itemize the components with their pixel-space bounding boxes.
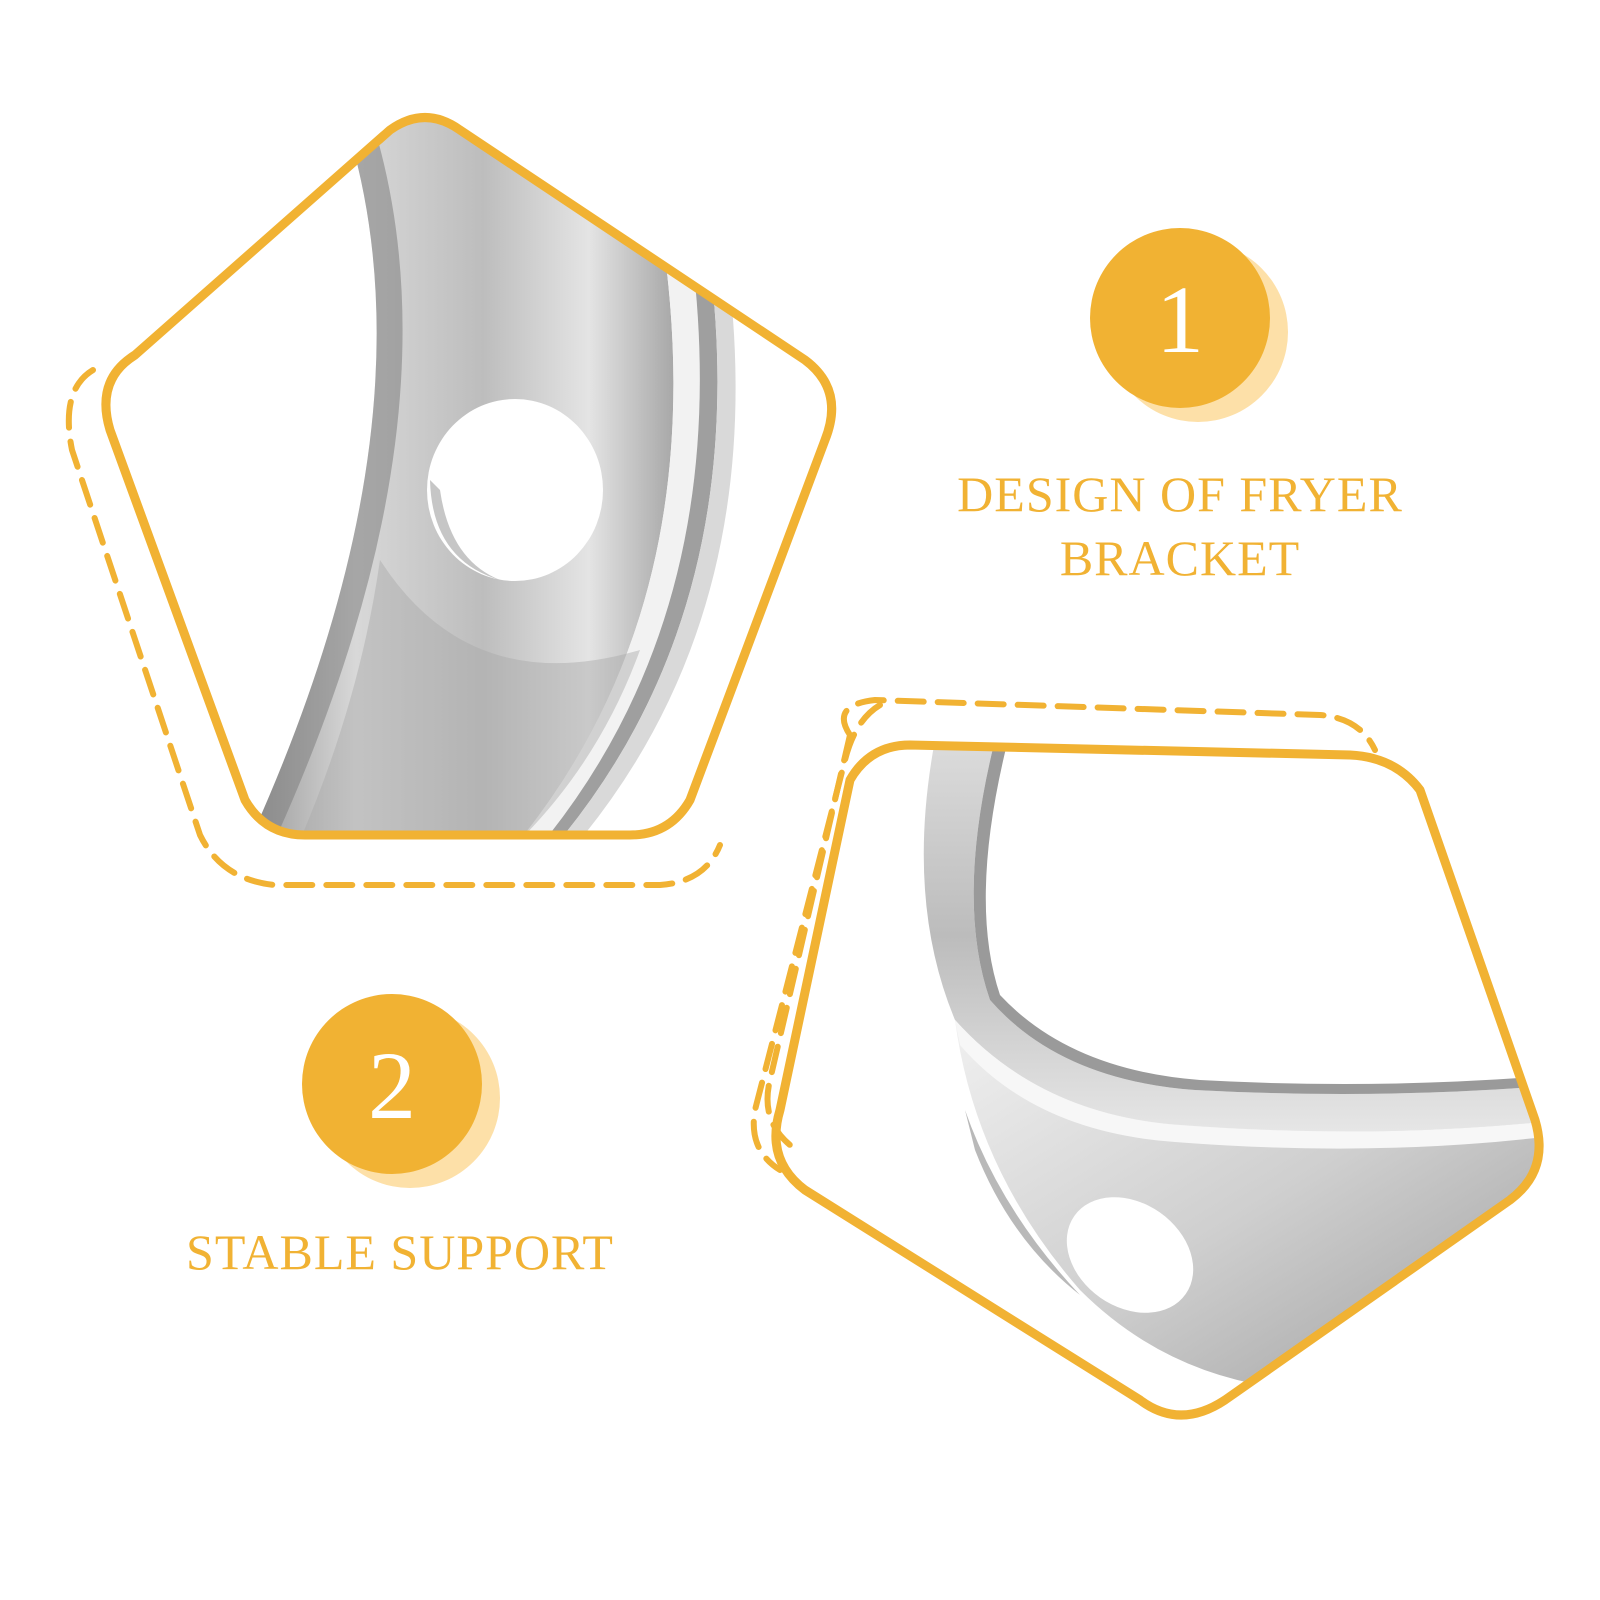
bracket-photo-bottom	[923, 745, 1540, 1390]
bracket-photo-top	[250, 120, 736, 835]
frame-dashed-outline-2	[764, 696, 1378, 1148]
feature-title-2-line-1: STABLE SUPPORT	[186, 1224, 614, 1280]
badge-circle-2	[302, 994, 482, 1174]
feature-title-1-line-2: BRACKET	[1059, 530, 1301, 586]
bracket-side-frame	[750, 696, 1544, 1420]
frame-solid-outline	[101, 113, 837, 840]
feature-title-1: DESIGN OF FRYER BRACKET	[880, 462, 1480, 590]
feature-title-1-line-1: DESIGN OF FRYER	[957, 466, 1403, 522]
bracket-hole	[427, 399, 603, 581]
badge-number-2: 2	[368, 1032, 416, 1139]
bracket-closeup-frame	[65, 113, 837, 888]
feature-badge-2: 2	[302, 994, 500, 1188]
feature-badge-1: 1	[1090, 228, 1288, 422]
frame-dashed-outline-3	[750, 702, 883, 1173]
badge-number-1: 1	[1156, 266, 1204, 373]
bracket-hole-2	[1066, 1197, 1194, 1313]
badge-circle-1	[1090, 228, 1270, 408]
frame-solid-outline-2	[771, 740, 1544, 1420]
feature-title-2: STABLE SUPPORT	[100, 1220, 700, 1284]
frame-dashed-outline	[65, 367, 723, 888]
